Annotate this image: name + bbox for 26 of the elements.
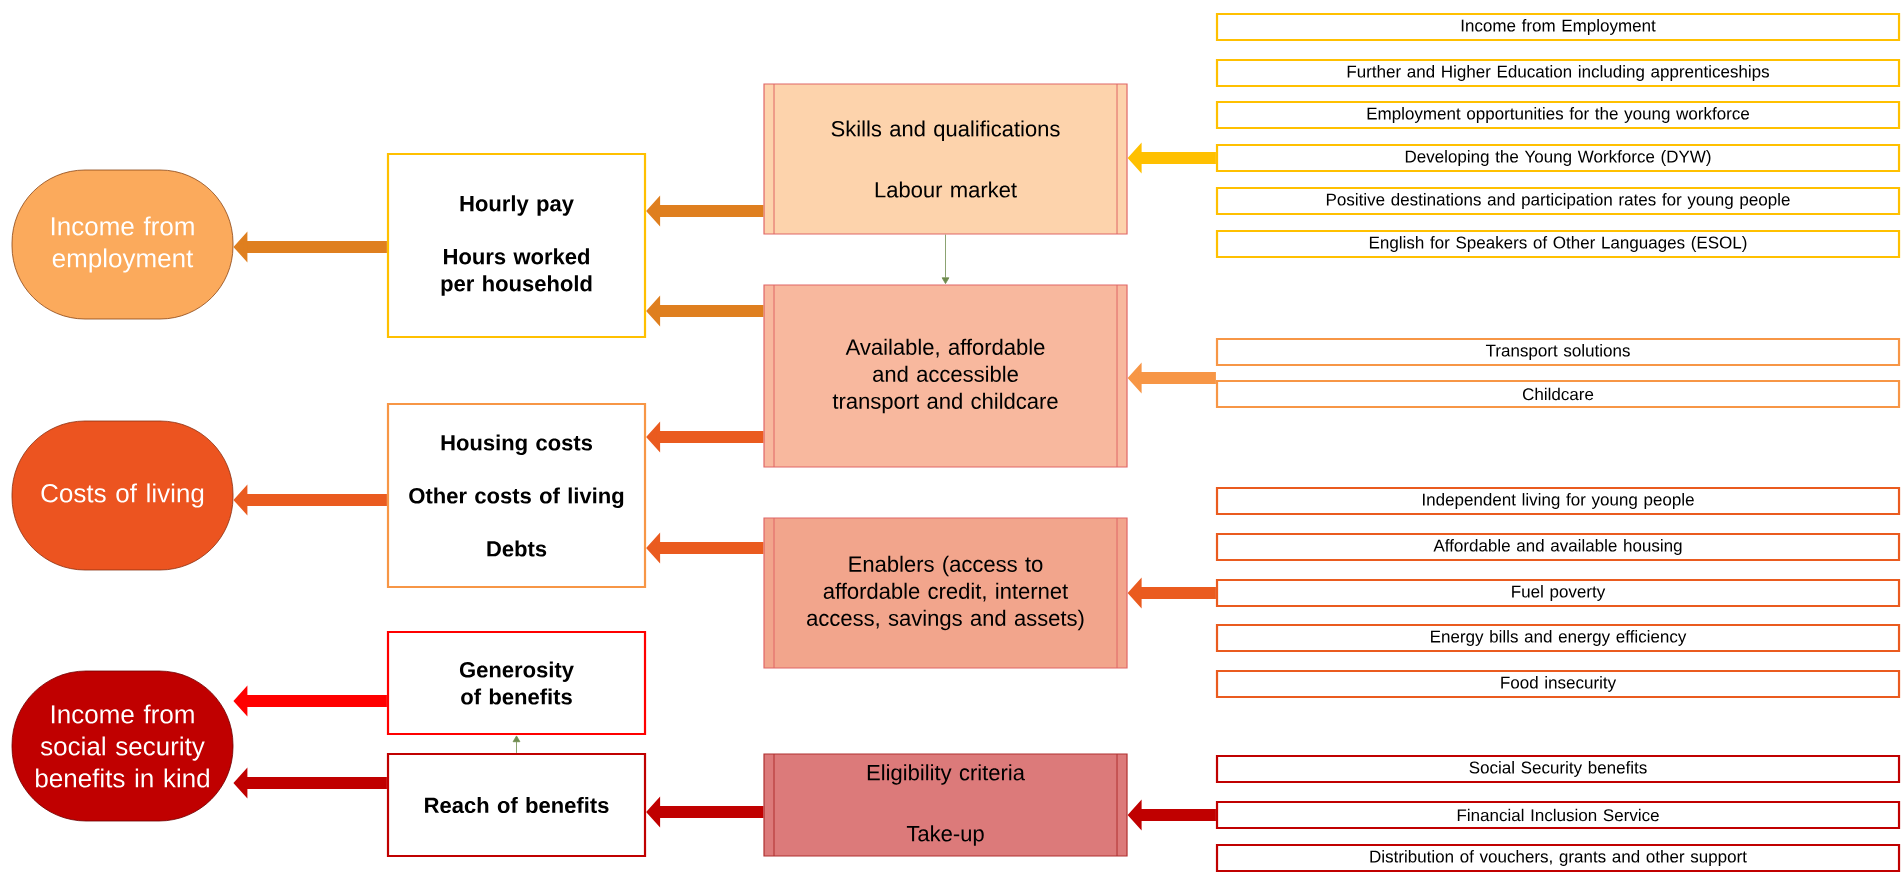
driver-box: Reach of benefits [386, 752, 647, 858]
policy-box: Affordable and available housing [1215, 532, 1901, 562]
policy-box: Employment opportunities for the young workforce [1215, 100, 1901, 130]
policy-box: Positive destinations and participation rates for young people [1215, 186, 1901, 216]
policy-box: Independent living for young people [1215, 486, 1901, 516]
policy-box: English for Speakers of Other Languages (ESOL) [1215, 229, 1901, 259]
policy-box: Food insecurity [1215, 669, 1901, 699]
driver-box: Housing costs Other costs of living Debts [386, 402, 647, 589]
policy-box: Distribution of vouchers, grants and other support [1215, 843, 1901, 873]
policy-box: Transport solutions [1215, 337, 1901, 367]
arrow [512, 735, 521, 754]
policy-box: Developing the Young Workforce (DYW) [1215, 143, 1901, 173]
factor-box: Eligibility criteria Take-up [763, 753, 1128, 857]
policy-box: Childcare [1215, 379, 1901, 409]
factor-box: Available, affordable and accessible transport and childcare [763, 284, 1128, 468]
arrow [941, 234, 950, 284]
policy-box: Further and Higher Education including apprenticeships [1215, 58, 1901, 88]
driver-box: Hourly pay Hours worked per household [386, 152, 647, 339]
policy-box: Social Security benefits [1215, 754, 1901, 784]
policy-box: Energy bills and energy efficiency [1215, 623, 1901, 653]
policy-box: Income from Employment [1215, 12, 1901, 42]
policy-box: Fuel poverty [1215, 578, 1901, 608]
factor-box: Enablers (access to affordable credit, internet access, savings and assets) [763, 517, 1128, 669]
factor-box: Skills and qualifications Labour market [763, 83, 1128, 235]
policy-box: Financial Inclusion Service [1215, 800, 1901, 830]
driver-box: Generosity of benefits [386, 630, 647, 736]
